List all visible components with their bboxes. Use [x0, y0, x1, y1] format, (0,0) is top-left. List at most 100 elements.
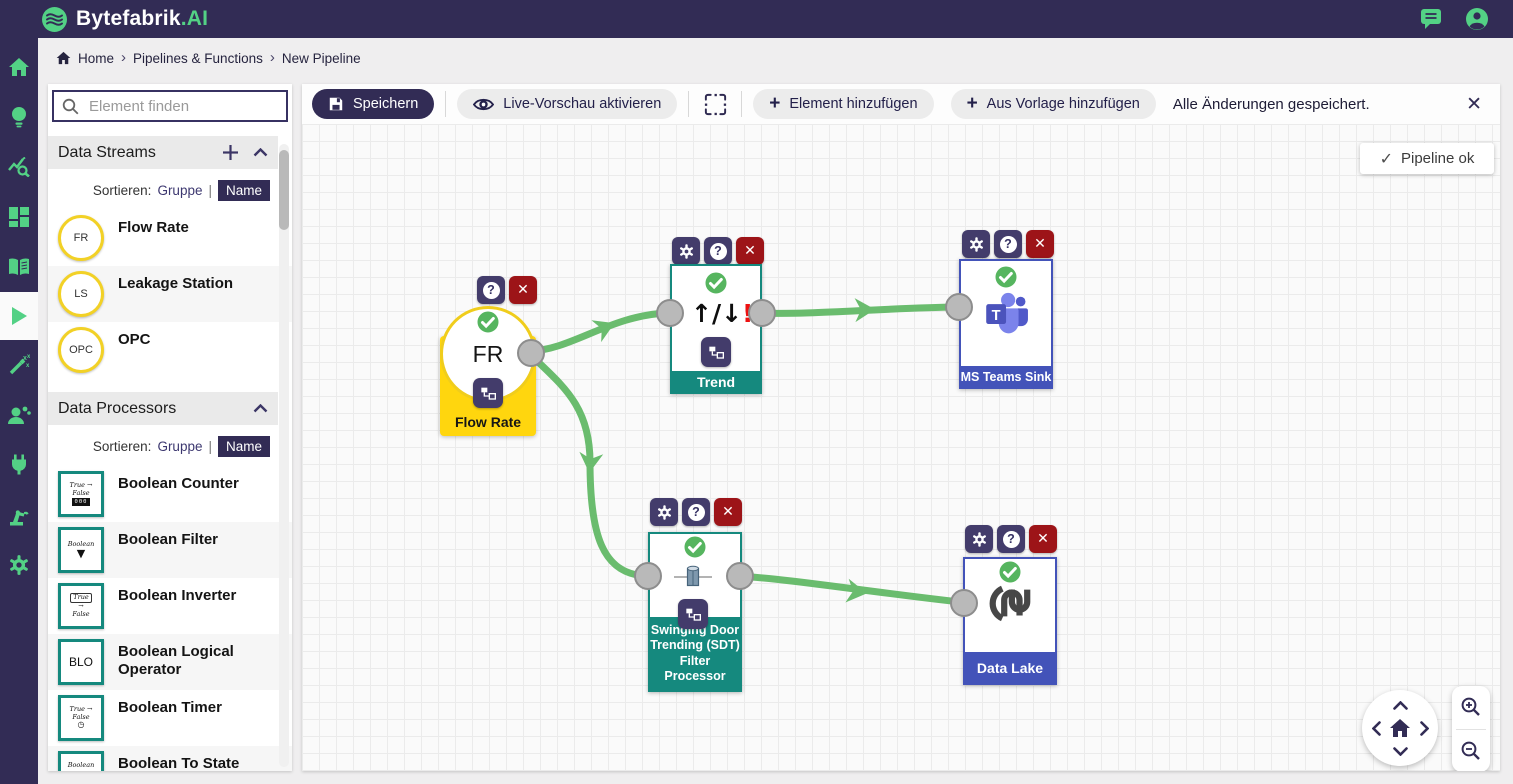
sidebar-item-ideas[interactable] — [0, 92, 38, 142]
save-button[interactable]: Speichern — [312, 89, 435, 119]
pan-down-button[interactable] — [1391, 742, 1409, 760]
node-help-button[interactable]: ? — [682, 498, 710, 526]
close-editor-icon[interactable]: ✕ — [1466, 93, 1482, 115]
sidebar-item-connections[interactable] — [0, 440, 38, 490]
sidebar-item-home[interactable] — [0, 42, 38, 92]
node-status-check-icon — [703, 270, 729, 296]
svg-text:x: x — [23, 355, 27, 362]
node-sdt-filter-processor[interactable]: ? ✕ Swinging Door Trending (SDT) Filter … — [634, 498, 754, 692]
list-item-boolean-logical-operator[interactable]: BLO Boolean Logical Operator — [48, 634, 292, 690]
chat-icon[interactable] — [1419, 8, 1443, 30]
pan-right-button[interactable] — [1415, 719, 1433, 737]
main-area: Home › Pipelines & Functions › New Pipel… — [38, 38, 1513, 784]
node-label: Flow Rate — [454, 414, 522, 430]
sidebar-item-documentation[interactable] — [0, 242, 38, 292]
section-header-data-processors[interactable]: Data Processors — [48, 392, 278, 425]
node-delete-button[interactable]: ✕ — [1029, 525, 1057, 553]
output-port[interactable] — [517, 339, 545, 367]
node-delete-button[interactable]: ✕ — [714, 498, 742, 526]
sidebar-item-analytics[interactable] — [0, 142, 38, 192]
pan-up-button[interactable] — [1391, 696, 1409, 714]
breadcrumb-pipelines[interactable]: Pipelines & Functions — [133, 50, 263, 66]
input-port[interactable] — [656, 299, 684, 327]
bytefabrik-logo-icon — [42, 6, 67, 32]
node-delete-button[interactable]: ✕ — [1026, 230, 1054, 258]
node-ms-teams-sink[interactable]: ? ✕ MS Teams Sink T — [945, 230, 1054, 389]
node-data-lake[interactable]: ? ✕ Data Lake — [950, 525, 1057, 685]
output-port[interactable] — [726, 562, 754, 590]
sort-by-group[interactable]: Gruppe — [157, 439, 203, 454]
reset-view-home-button[interactable] — [1389, 717, 1411, 739]
svg-text:x: x — [27, 354, 30, 360]
pan-left-button[interactable] — [1367, 719, 1385, 737]
input-port[interactable] — [945, 293, 973, 321]
editor-toolbar: Speichern Live-Vorschau aktivieren + Ele — [302, 84, 1500, 124]
node-settings-button[interactable] — [962, 230, 990, 258]
sort-by-group[interactable]: Gruppe — [157, 183, 203, 198]
input-port[interactable] — [634, 562, 662, 590]
subpipeline-icon[interactable] — [701, 337, 731, 367]
dashboard-icon — [9, 207, 29, 227]
list-item-opc[interactable]: OPC OPC — [48, 322, 292, 378]
sidebar-item-machines[interactable] — [0, 490, 38, 540]
sidebar-item-settings[interactable] — [0, 540, 38, 590]
play-icon — [12, 307, 27, 325]
node-help-button[interactable]: ? — [994, 230, 1022, 258]
sidebar-item-operators[interactable] — [0, 390, 38, 440]
node-help-button[interactable]: ? — [997, 525, 1025, 553]
brand-logo: Bytefabrik.AI — [41, 6, 208, 33]
edge-sdt-datalake — [734, 572, 964, 606]
fit-view-button[interactable] — [700, 89, 730, 119]
list-item-boolean-filter[interactable]: Boolean▼ Boolean Filter — [48, 522, 292, 578]
node-help-button[interactable]: ? — [704, 237, 732, 265]
live-preview-button[interactable]: Live-Vorschau aktivieren — [457, 89, 678, 119]
input-port[interactable] — [950, 589, 978, 617]
subpipeline-icon[interactable] — [473, 378, 503, 408]
list-item-leakage-station[interactable]: LS Leakage Station — [48, 266, 292, 322]
panel-scrollbar-track[interactable] — [279, 144, 289, 767]
node-flow-rate[interactable]: ? ✕ FR Flow Rate — [440, 276, 545, 438]
toolbar-divider — [741, 91, 743, 117]
sort-by-name-active[interactable]: Name — [217, 180, 270, 201]
sidebar-item-pipelines-active[interactable] — [0, 292, 38, 340]
collapse-chevron-icon[interactable] — [253, 148, 268, 157]
book-icon — [9, 258, 29, 275]
node-trend[interactable]: ? ✕ Trend ↑/↓! — [656, 237, 776, 394]
node-settings-button[interactable] — [672, 237, 700, 265]
user-account-icon[interactable] — [1465, 7, 1489, 31]
node-settings-button[interactable] — [650, 498, 678, 526]
list-item-flow-rate[interactable]: FR Flow Rate — [48, 210, 292, 266]
collapse-chevron-icon[interactable] — [253, 404, 268, 413]
list-item-boolean-inverter[interactable]: True→False Boolean Inverter — [48, 578, 292, 634]
node-label: MS Teams Sink — [959, 366, 1053, 389]
node-help-button[interactable]: ? — [477, 276, 505, 304]
sidebar-item-dashboards[interactable] — [0, 192, 38, 242]
section-header-data-streams[interactable]: Data Streams — [48, 136, 278, 169]
breadcrumb: Home › Pipelines & Functions › New Pipel… — [38, 38, 1513, 78]
pipeline-canvas[interactable]: ✓ Pipeline ok ? ✕ FR Flow Rate — [302, 124, 1500, 771]
zoom-in-button[interactable] — [1452, 686, 1490, 729]
add-element-button[interactable]: + Element hinzufügen — [753, 89, 934, 119]
node-delete-button[interactable]: ✕ — [509, 276, 537, 304]
list-item-boolean-to-state[interactable]: Boolean→State Boolean To State — [48, 746, 292, 771]
processor-icon: Boolean→State — [58, 751, 104, 771]
node-status-check-icon — [993, 264, 1019, 290]
search-input[interactable] — [87, 96, 278, 116]
node-delete-button[interactable]: ✕ — [736, 237, 764, 265]
node-settings-button[interactable] — [965, 525, 993, 553]
engineer-icon — [8, 406, 31, 424]
zoom-out-button[interactable] — [1452, 730, 1490, 772]
panel-scrollbar-thumb[interactable] — [279, 150, 289, 230]
node-status-check-icon — [997, 559, 1023, 585]
add-from-template-button[interactable]: + Aus Vorlage hinzufügen — [950, 89, 1156, 119]
list-item-boolean-timer[interactable]: True →False◷ Boolean Timer — [48, 690, 292, 746]
output-port[interactable] — [748, 299, 776, 327]
swinging-door-icon — [674, 564, 712, 595]
breadcrumb-home[interactable]: Home — [78, 50, 115, 66]
subpipeline-icon[interactable] — [678, 599, 708, 629]
add-stream-icon[interactable] — [222, 144, 239, 161]
sort-by-name-active[interactable]: Name — [217, 436, 270, 457]
element-search — [52, 90, 288, 122]
